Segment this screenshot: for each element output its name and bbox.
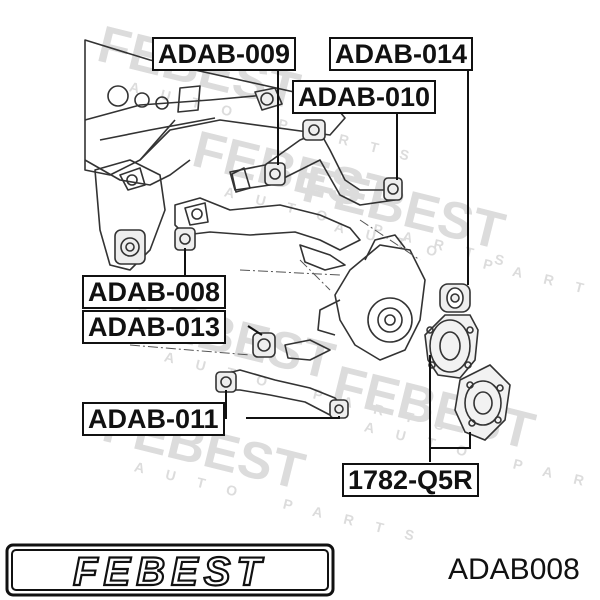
upper-arm	[229, 119, 403, 206]
centre-lines	[129, 219, 421, 356]
lower-arm	[174, 197, 361, 271]
label-adab-011[interactable]: ADAB-011	[82, 402, 225, 436]
knuckle	[252, 234, 426, 361]
label-adab-010[interactable]: ADAB-010	[292, 80, 437, 114]
part-code: ADAB008	[448, 553, 580, 586]
label-adab-013[interactable]: ADAB-013	[82, 310, 227, 344]
logo-text: FEBEST	[73, 550, 267, 594]
hub-bearing	[424, 314, 511, 441]
febest-logo: FEBEST	[5, 543, 335, 597]
label-adab-014[interactable]: ADAB-014	[329, 37, 474, 71]
label-adab-009[interactable]: ADAB-009	[152, 37, 297, 71]
left-mount	[94, 159, 166, 271]
subframe	[84, 39, 346, 186]
bushing-adab-014	[439, 283, 471, 313]
label-1782-q5r[interactable]: 1782-Q5R	[342, 463, 479, 497]
label-adab-008[interactable]: ADAB-008	[82, 275, 227, 309]
